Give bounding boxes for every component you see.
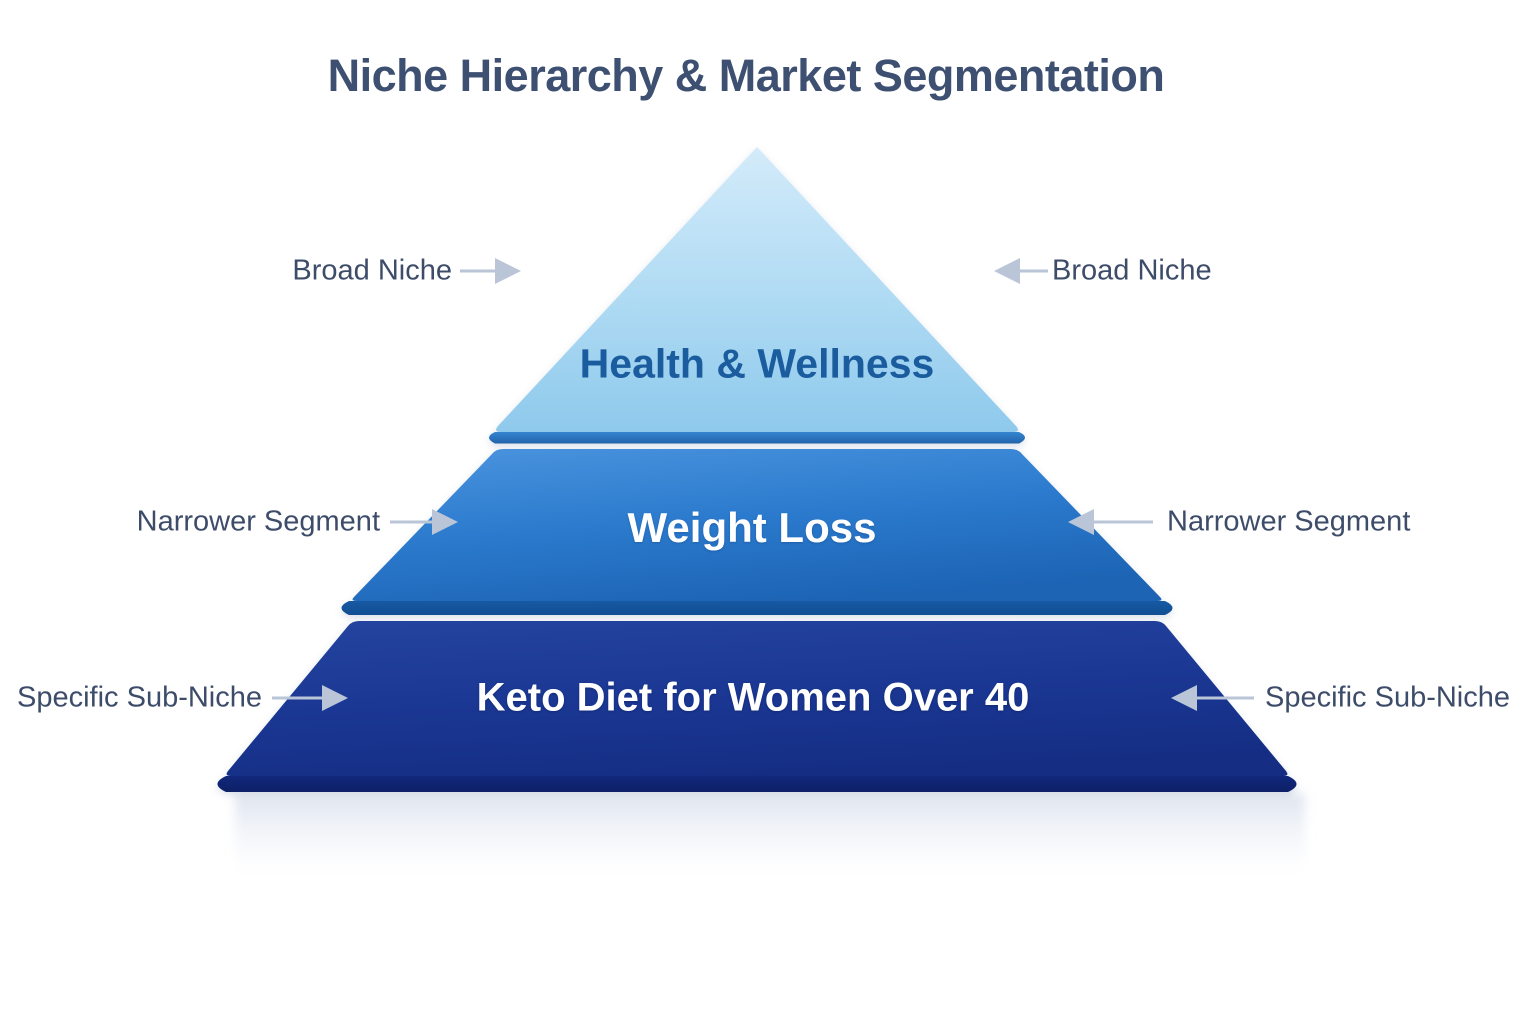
tier-broad-shape bbox=[489, 147, 1025, 444]
arrow-right-icon bbox=[390, 509, 458, 535]
pyramid-reflection bbox=[235, 794, 1305, 886]
arrow-right-icon bbox=[460, 258, 521, 284]
arrow-right-icon bbox=[272, 685, 348, 711]
tier-narrower-bevel bbox=[341, 601, 1173, 615]
tier-specific-shape bbox=[217, 621, 1297, 792]
tier-broad-bevel bbox=[489, 432, 1025, 444]
arrow-left-icon bbox=[1068, 509, 1153, 535]
tier-narrower-shape bbox=[341, 449, 1173, 615]
arrow-left-icon bbox=[1171, 685, 1254, 711]
arrow-left-icon bbox=[994, 258, 1048, 284]
tier-specific-bevel bbox=[217, 776, 1297, 792]
